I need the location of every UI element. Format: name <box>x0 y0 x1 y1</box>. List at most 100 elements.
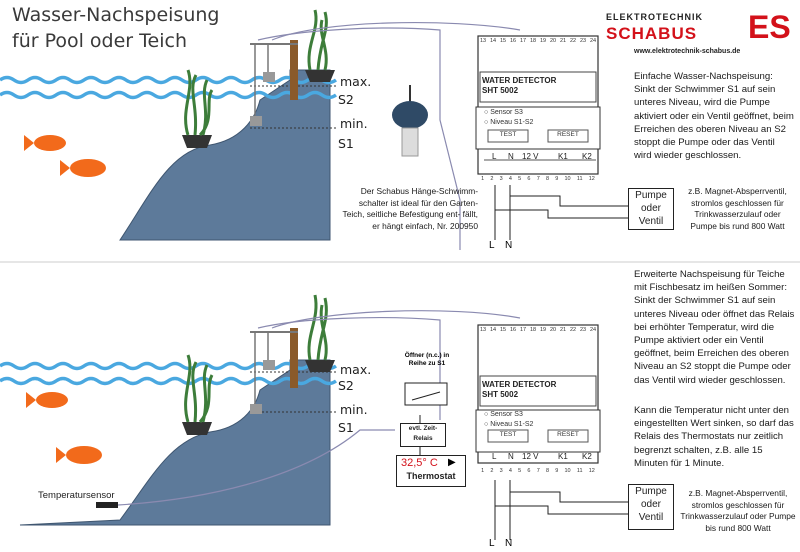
terminal-number: 9 <box>555 468 559 474</box>
terminal-number: 16 <box>509 327 517 333</box>
terminal-number: 21 <box>559 38 567 44</box>
pump-box-line3: Ventil <box>638 216 664 227</box>
led-icon: ○ <box>484 421 489 428</box>
bottom-pond-scene <box>0 294 521 526</box>
terminal-number: 12 <box>588 176 595 182</box>
terminal-number: 24 <box>589 38 597 44</box>
terminal-number: 16 <box>509 38 517 44</box>
relay-k2: K2 <box>582 152 592 161</box>
bottom-wiring <box>494 480 628 540</box>
terminal-number: 23 <box>579 38 587 44</box>
bottom-device-label: WATER DETECTOR SHT 5002 <box>482 380 556 400</box>
terminal-number: 15 <box>499 38 507 44</box>
hanging-float-product <box>392 85 428 157</box>
logo-mark: ES <box>748 9 791 45</box>
supply-12v: 12 V <box>522 452 539 461</box>
bottom-device <box>475 324 601 464</box>
terminal-number: 23 <box>579 327 587 333</box>
terminal-number: 19 <box>539 38 547 44</box>
logo-text-main: SCHABUS <box>606 24 698 43</box>
supply-n: N <box>508 152 514 161</box>
bottom-mains-l: L <box>489 538 495 549</box>
terminal-number: 11 <box>576 176 583 182</box>
company-logo: ELEKTROTECHNIK SCHABUS ES www.elektrotec… <box>606 10 794 60</box>
temperature-sensor-probe <box>96 502 118 508</box>
logo-url: www.elektrotechnik-schabus.de <box>634 48 741 55</box>
terminal-number: 11 <box>576 468 583 474</box>
relay-k1: K1 <box>558 152 568 161</box>
test-button[interactable]: TEST <box>499 131 517 138</box>
top-pond-scene <box>0 9 521 250</box>
fish-top-1 <box>24 135 66 151</box>
thermostat-box: 32,5° C Thermostat <box>396 455 466 487</box>
thermostat-label: Thermostat <box>406 471 456 481</box>
bottom-level-s1: S1 <box>338 420 354 435</box>
led-icon: ○ <box>484 109 489 116</box>
bottom-level-max: max. <box>340 362 372 377</box>
thermostat-arrow-icon: ▶ <box>448 457 456 468</box>
terminal-number: 19 <box>539 327 547 333</box>
terminal-number: 1 <box>481 468 485 474</box>
bottom-description: Erweiterte Nachspeisung für Teiche mit F… <box>634 269 795 386</box>
terminal-number: 10 <box>564 176 571 182</box>
opener-relay-symbol <box>404 382 448 406</box>
terminal-number: 14 <box>489 327 497 333</box>
logo-text-top: ELEKTROTECHNIK <box>606 12 703 22</box>
terminal-number: 2 <box>490 468 494 474</box>
reset-button[interactable]: RESET <box>557 431 579 438</box>
fish-bottom-1 <box>26 392 68 408</box>
top-level-max: max. <box>340 74 372 89</box>
terminal-number: 22 <box>569 38 577 44</box>
pump-box-line2: oder <box>640 499 661 510</box>
terminal-number: 24 <box>589 327 597 333</box>
page-title-line1: Wasser-Nachspeisung <box>12 4 220 26</box>
niveau-indicator-label: Niveau S1-S2 <box>490 421 534 428</box>
terminal-number: 10 <box>564 468 571 474</box>
bottom-valve-note: z.B. Magnet-Absperrventil, stromlos gesc… <box>680 488 796 533</box>
pump-box-line1: Pumpe <box>635 486 667 497</box>
device-model: SHT 5002 <box>482 390 519 399</box>
led-icon: ○ <box>484 411 489 418</box>
top-level-s2: S2 <box>338 92 354 107</box>
top-mains-n: N <box>505 240 513 251</box>
supply-l: L <box>492 452 497 461</box>
terminal-number: 20 <box>549 327 557 333</box>
bottom-description-2: Kann die Temperatur nicht unter den eing… <box>634 405 794 469</box>
terminal-number: 13 <box>479 327 487 333</box>
terminal-number: 6 <box>527 468 531 474</box>
supply-l: L <box>492 152 497 161</box>
terminal-number: 17 <box>519 38 527 44</box>
float-s1 <box>250 116 262 126</box>
terminal-number: 13 <box>479 38 487 44</box>
device-name: WATER DETECTOR <box>482 76 557 85</box>
top-mains-l: L <box>489 240 495 251</box>
top-pump-valve-box: Pumpe oder Ventil <box>628 188 674 230</box>
test-button[interactable]: TEST <box>499 431 517 438</box>
top-description: Einfache Wasser-Nachspeisung: Sinkt der … <box>634 71 794 162</box>
top-device-indicators: ○ Sensor S3 ○ Niveau S1-S2 <box>484 108 533 128</box>
timer-relay-box: evtl. Zeit- Relais <box>400 423 446 447</box>
bottom-pump-valve-box: Pumpe oder Ventil <box>628 484 674 530</box>
float-switch-note: Der Schabus Hänge-Schwimm- schalter ist … <box>342 186 478 231</box>
terminal-number: 14 <box>489 38 497 44</box>
terminal-number: 7 <box>536 468 540 474</box>
terminal-number: 5 <box>518 176 522 182</box>
page-title-line2: für Pool oder Teich <box>12 30 187 52</box>
reset-button[interactable]: RESET <box>557 131 579 138</box>
terminal-number: 12 <box>588 468 595 474</box>
temperature-sensor-label: Temperatursensor <box>38 490 115 501</box>
float-post <box>290 40 298 100</box>
terminal-number: 2 <box>490 176 494 182</box>
supply-n: N <box>508 452 514 461</box>
terminal-number: 17 <box>519 327 527 333</box>
terminal-number: 15 <box>499 327 507 333</box>
bottom-level-s2: S2 <box>338 378 354 393</box>
terminal-number: 4 <box>508 176 512 182</box>
